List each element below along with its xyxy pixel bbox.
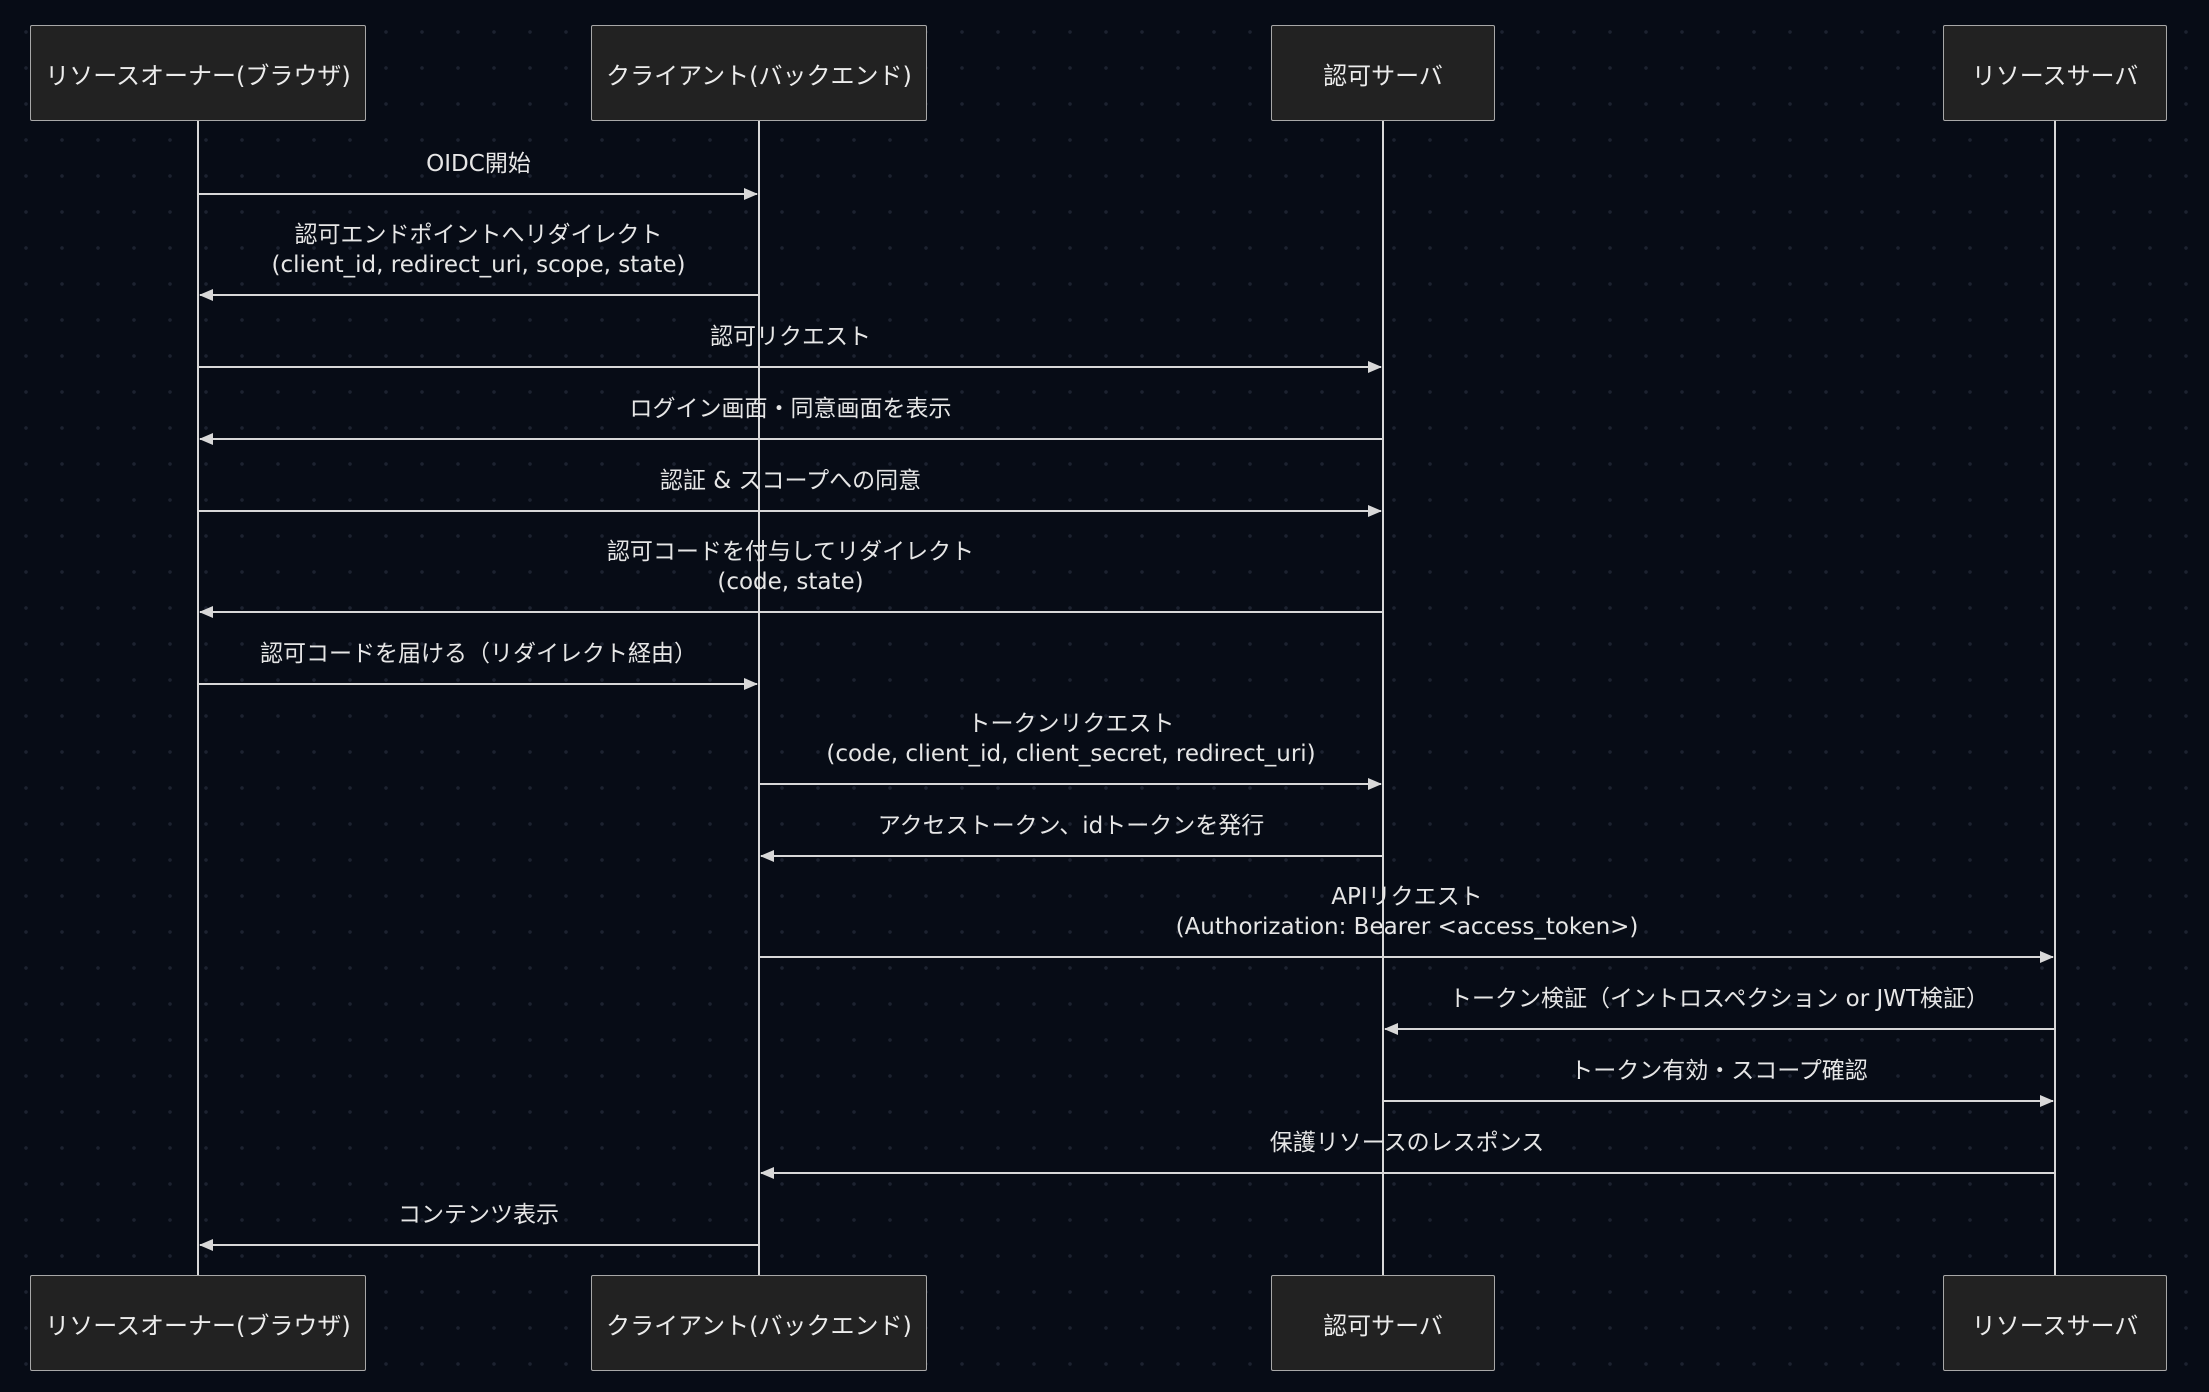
message-label-5: 認証 & スコープへの同意: [660, 466, 921, 496]
actor-label-resource: リソースサーバ: [1971, 61, 2139, 90]
message-label-12: トークン有効・スコープ確認: [1570, 1056, 1868, 1086]
message-text-line: 保護リソースのレスポンス: [1269, 1130, 1545, 1156]
message-text-line: トークン有効・スコープ確認: [1570, 1058, 1868, 1084]
actor-box-client-bottom: クライアント(バックエンド): [591, 1275, 927, 1371]
actor-label-authz: 認可サーバ: [1323, 1311, 1443, 1340]
message-label-13: 保護リソースのレスポンス: [1270, 1128, 1544, 1158]
message-label-8: トークンリクエスト (code, client_id, client_secret…: [826, 709, 1315, 769]
message-text-line: 認可コードを届ける（リダイレクト経由）: [260, 641, 697, 667]
message-label-1: OIDC開始: [426, 149, 531, 179]
message-label-4: ログイン画面・同意画面を表示: [630, 394, 952, 424]
actor-box-owner-bottom: リソースオーナー(ブラウザ): [30, 1275, 366, 1371]
message-text-line: 認可コードを付与してリダイレクト: [606, 539, 975, 565]
actor-box-owner-top: リソースオーナー(ブラウザ): [30, 25, 366, 121]
message-text-line: (client_id, redirect_uri, scope, state): [271, 252, 686, 278]
message-label-10: APIリクエスト (Authorization: Bearer <access_t…: [1176, 882, 1639, 942]
actor-box-resource-top: リソースサーバ: [1943, 25, 2167, 121]
actor-box-resource-bottom: リソースサーバ: [1943, 1275, 2167, 1371]
message-text-line: 認証 & スコープへの同意: [659, 468, 922, 494]
actor-box-client-top: クライアント(バックエンド): [591, 25, 927, 121]
message-text-line: (code, state): [717, 569, 864, 595]
message-text-line: 認可リクエスト: [710, 324, 871, 350]
message-text-line: (code, client_id, client_secret, redirec…: [826, 741, 1316, 767]
message-label-7: 認可コードを届ける（リダイレクト経由）: [260, 639, 697, 669]
actor-label-resource: リソースサーバ: [1971, 1311, 2139, 1340]
message-label-6: 認可コードを付与してリダイレクト (code, state): [607, 537, 974, 597]
message-text-line: APIリクエスト: [1331, 884, 1483, 910]
actor-box-authz-bottom: 認可サーバ: [1271, 1275, 1495, 1371]
message-label-14: コンテンツ表示: [398, 1200, 559, 1230]
message-text-line: トークン検証（イントロスペクション or JWT検証）: [1448, 986, 1990, 1012]
actor-label-authz: 認可サーバ: [1323, 61, 1443, 90]
message-label-3: 認可リクエスト: [710, 322, 871, 352]
actor-label-owner: リソースオーナー(ブラウザ): [45, 61, 351, 90]
actor-label-client: クライアント(バックエンド): [606, 1311, 912, 1340]
actor-label-client: クライアント(バックエンド): [606, 61, 912, 90]
message-text-line: コンテンツ表示: [398, 1202, 559, 1228]
message-text-line: (Authorization: Bearer <access_token>): [1175, 914, 1639, 940]
message-text-line: トークンリクエスト: [967, 711, 1175, 737]
message-label-11: トークン検証（イントロスペクション or JWT検証）: [1449, 984, 1989, 1014]
message-label-2: 認可エンドポイントへリダイレクト (client_id, redirect_uri…: [272, 220, 686, 280]
message-text-line: ログイン画面・同意画面を表示: [629, 396, 952, 422]
message-text-line: アクセストークン、idトークンを発行: [877, 813, 1265, 839]
message-text-line: 認可エンドポイントへリダイレクト: [294, 222, 663, 248]
message-text-line: OIDC開始: [426, 151, 531, 177]
message-label-9: アクセストークン、idトークンを発行: [878, 811, 1264, 841]
actor-box-authz-top: 認可サーバ: [1271, 25, 1495, 121]
actor-label-owner: リソースオーナー(ブラウザ): [45, 1311, 351, 1340]
